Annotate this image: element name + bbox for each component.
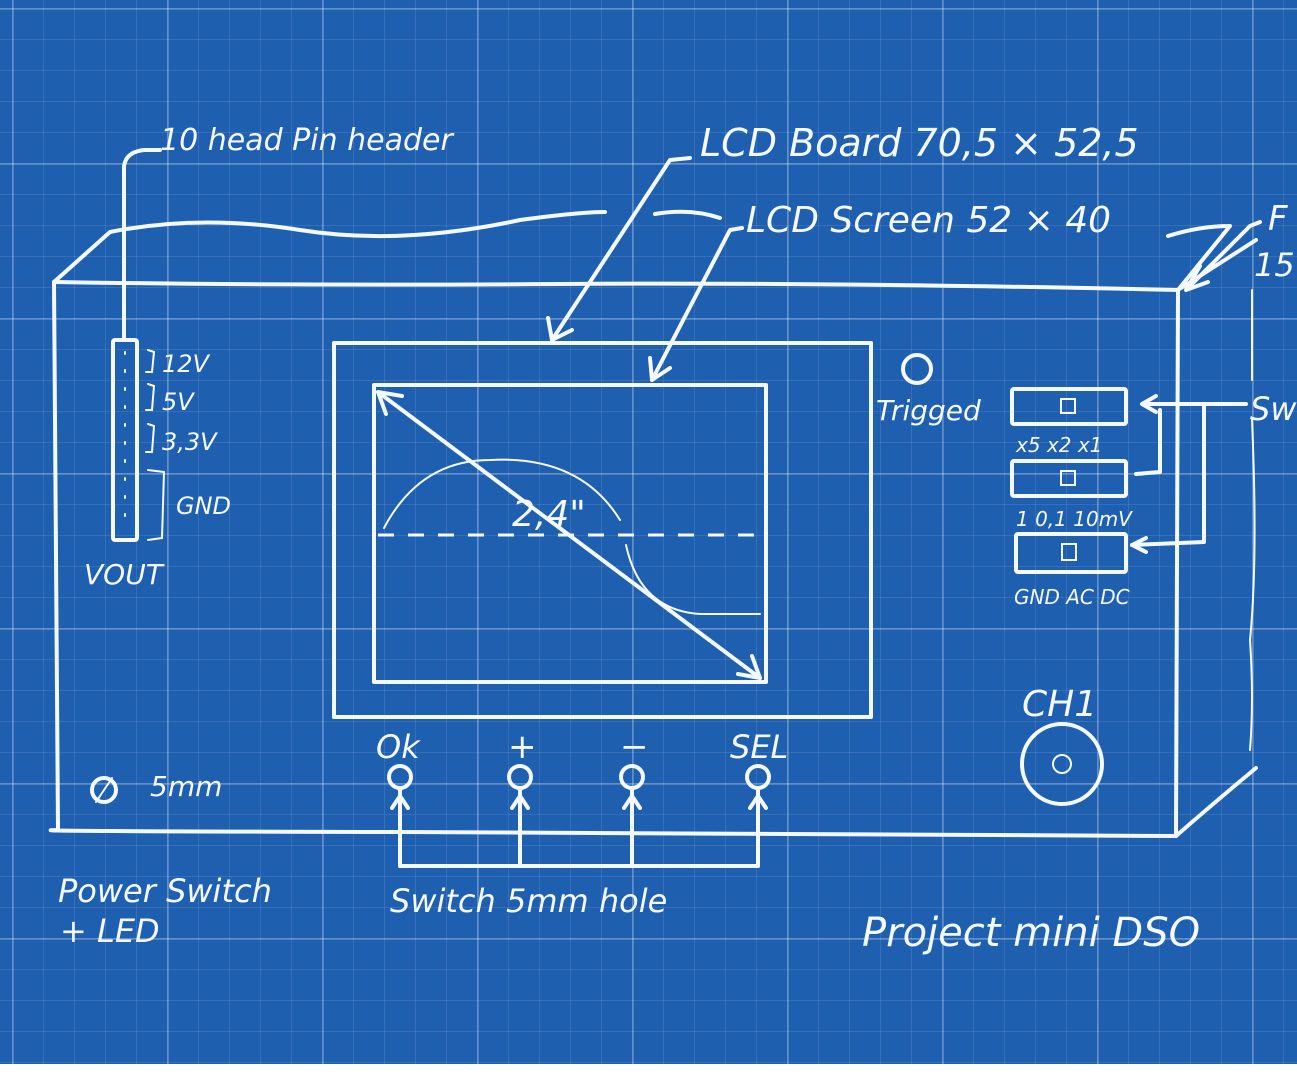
button-sel [745,764,771,868]
trigger-led [901,353,933,385]
project-title: Project mini DSO [862,910,1200,956]
lcd-screen [372,383,768,684]
screen-arc-bottom [625,544,761,615]
button-minus [619,764,645,868]
selector-coupling-knob [1061,543,1077,561]
pin-brackets [145,349,166,541]
selector-volts-knob [1060,470,1076,486]
side-label: Sw [1250,390,1297,428]
selector-leaders [1130,394,1248,554]
ch1-label: CH1 [1022,684,1097,725]
vout-label: VOUT [84,558,165,591]
button-plus [507,764,533,868]
screen-arc-top [383,458,621,529]
pin-12v-label: 12V [162,350,211,378]
selector-multiplier-knob [1060,398,1076,414]
sel-label: SEL [730,728,788,766]
top-right-leader [1184,220,1262,292]
multiplier-label: x5 x2 x1 [1015,433,1102,457]
ok-label: Ok [376,728,421,766]
selector-coupling [1014,532,1128,574]
selector-volts [1010,459,1128,498]
pin-33v-label: 3,3V [162,428,218,456]
pin-gnd-label: GND [176,492,231,520]
ch1-connector [1020,722,1104,806]
diagonal-arrowheads [376,390,762,680]
selector-multiplier [1010,387,1128,426]
side-dimension-line [1248,289,1256,751]
enclosure-front [48,280,1180,838]
pin-5v-label: 5V [162,388,195,416]
power-led-label: + LED [60,912,160,950]
switch-hole-label: Switch 5mm hole [390,882,667,920]
trigged-label: Trigged [876,394,981,427]
lcd-screen-label: LCD Screen 52 × 40 [746,200,1111,241]
top-right-label: F [1268,199,1288,239]
enclosure-top [52,209,1232,292]
minus-label: − [620,727,649,767]
power-switch-hole [90,776,118,804]
power-switch-hole-slash [95,777,113,803]
volts-label: 1 0,1 10mV [1016,507,1133,531]
enclosure-side [1174,238,1258,838]
power-hole-label: 5mm [150,770,222,803]
ch1-connector-center [1052,754,1072,774]
pin-header-leader [122,148,162,342]
coupling-label: GND AC DC [1014,585,1130,609]
lcd-screen-leader [648,226,744,382]
lcd-board-label: LCD Board 70,5 × 52,5 [700,121,1139,165]
top-right-dim-label: 15 [1254,246,1295,284]
screen-size-label: 2,4" [512,494,586,535]
power-switch-label: Power Switch [58,872,272,910]
pin-header-label: 10 head Pin header [160,123,454,158]
button-ok [387,764,413,868]
lcd-board-leader [546,156,692,342]
lcd-board [332,341,873,719]
plus-label: + [508,727,537,767]
